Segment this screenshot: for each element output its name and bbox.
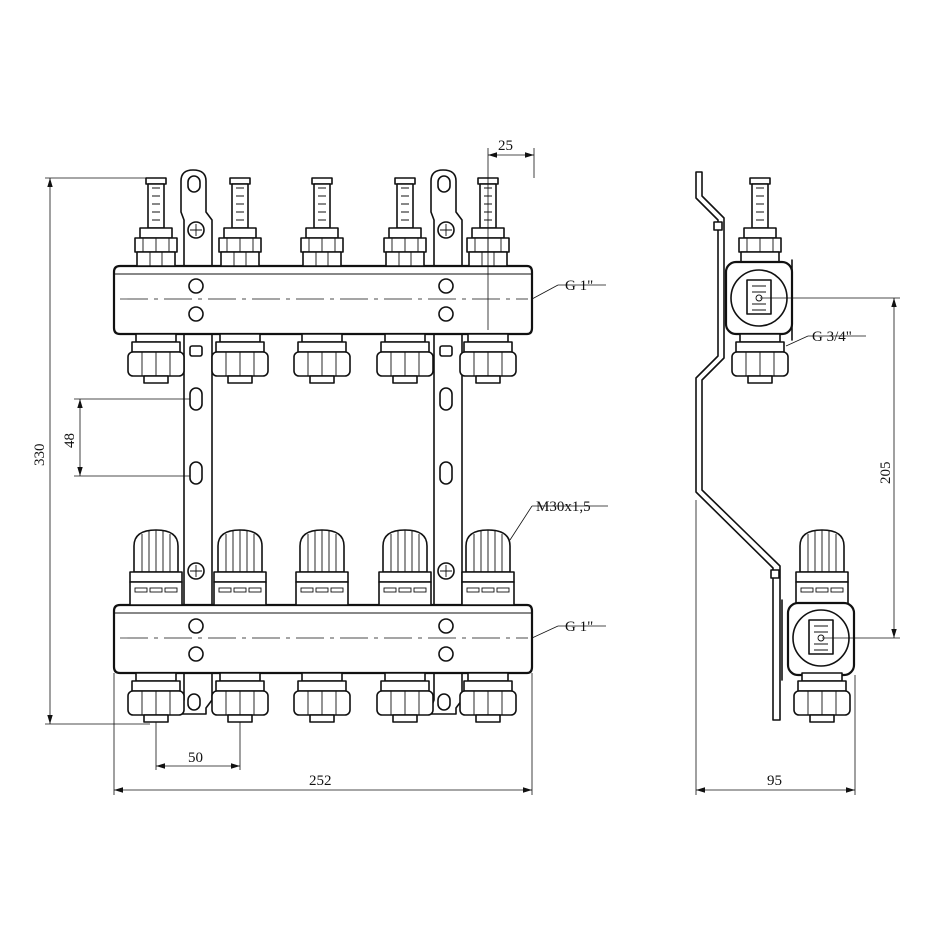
- outlet-fitting: [376, 333, 434, 384]
- flow-meter: [383, 177, 427, 267]
- dim-hole-spacing: 48: [62, 433, 78, 448]
- bracket-screws: [187, 221, 455, 662]
- callout-side-outlet-thread: G 3/4": [812, 329, 852, 345]
- side-dimensions: 205 95 G 3/4": [695, 297, 900, 795]
- dim-side-depth: 95: [767, 773, 782, 789]
- side-thermostatic-cap: [795, 529, 849, 606]
- outlet-fitting: [459, 672, 517, 723]
- thermostatic-cap: [461, 529, 515, 606]
- dim-outlet-spacing: 50: [188, 750, 203, 766]
- outlet-fitting: [459, 333, 517, 384]
- side-outlet-fitting: [793, 672, 851, 723]
- dim-total-width: 252: [309, 773, 332, 789]
- thermostatic-cap: [378, 529, 432, 606]
- side-flow-meter: [738, 177, 782, 267]
- dim-header-spacing: 205: [878, 462, 894, 485]
- thermostatic-cap: [295, 529, 349, 606]
- outlet-fitting: [293, 672, 351, 723]
- side-bottom-header: [781, 599, 856, 681]
- bottom-header-bar: [112, 603, 534, 675]
- thermostatic-cap: [129, 529, 183, 606]
- outlet-fitting: [127, 333, 185, 384]
- callout-top-header-thread: G 1": [565, 278, 593, 294]
- front-view: [112, 169, 534, 723]
- callout-bottom-header-thread: G 1": [565, 619, 593, 635]
- top-header-bar: [112, 264, 534, 336]
- callout-cap-thread: M30x1,5: [536, 499, 591, 515]
- flow-meter: [134, 177, 178, 267]
- dim-total-height: 330: [32, 444, 48, 467]
- dim-pitch-top: 25: [498, 138, 513, 154]
- side-outlet-fitting: [731, 333, 789, 384]
- outlet-fitting: [127, 672, 185, 723]
- flow-meter: [300, 177, 344, 267]
- side-view: [695, 171, 856, 723]
- side-top-header: [724, 259, 794, 341]
- thermostatic-cap: [213, 529, 267, 606]
- outlet-fitting: [376, 672, 434, 723]
- flow-meter: [218, 177, 262, 267]
- outlet-fitting: [293, 333, 351, 384]
- outlet-fitting: [211, 672, 269, 723]
- side-bracket: [695, 171, 781, 721]
- outlet-fitting: [211, 333, 269, 384]
- front-dimensions: 25 330 48 50 252 G 1" G 1" M30x1,5: [32, 138, 608, 795]
